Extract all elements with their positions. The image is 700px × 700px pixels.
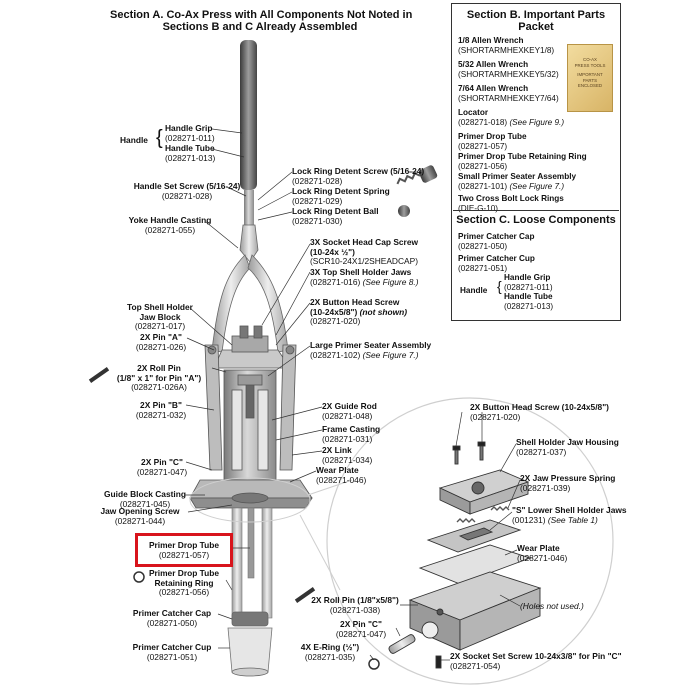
- packet-text: ENCLOSED: [577, 83, 603, 89]
- section-a-title-bold: Section A.: [110, 9, 164, 21]
- frame-drawing: [223, 369, 277, 481]
- packet-text: PRESS TOOLS: [574, 62, 606, 68]
- packet-text: CO-AX: [583, 57, 597, 62]
- label-pin-b: 2X Pin "B"(028271-032): [135, 400, 187, 420]
- label-pin-a: 2X Pin "A"(028271-026): [135, 332, 187, 352]
- label-button-head: 2X Button Head Screw(10-24x5/8") (not sh…: [310, 297, 408, 327]
- label-d-button: 2X Button Head Screw (10-24x5/8")(028271…: [470, 402, 609, 422]
- label-yoke: Yoke Handle Casting(028271-055): [128, 215, 212, 235]
- label-roll-pin: 2X Roll Pin(1/8" x 1" for Pin "A")(02827…: [116, 363, 202, 393]
- primer-drop-tube-highlight: [135, 533, 233, 567]
- section-b-item: Locator(028271-018) (See Figure 9.): [458, 108, 565, 127]
- guide-block-drawing: [189, 479, 313, 509]
- section-b-item: Primer Drop Tube(028271-057): [458, 132, 527, 151]
- yoke-drawing: [211, 224, 289, 353]
- label-d-housing: Shell Holder Jaw Housing(028271-037): [516, 437, 619, 457]
- label-d-s-jaws: "S" Lower Shell Holder Jaws(001231) (See…: [512, 505, 627, 525]
- label-catcher-cap: Primer Catcher Cap(028271-050): [132, 608, 212, 628]
- section-b-title: Section B. Important Parts Packet: [451, 9, 621, 33]
- label-top-jaws: 3X Top Shell Holder Jaws(028271-016) (Se…: [310, 267, 419, 287]
- section-b-title-line2: Packet: [518, 21, 554, 33]
- brace-icon: {: [497, 278, 502, 294]
- section-c-handle-item: Handle Grip(028271-011): [504, 273, 553, 292]
- brace-icon: {: [156, 127, 163, 149]
- section-c-handle-label: Handle: [460, 286, 488, 295]
- detail-circle: [326, 397, 614, 685]
- label-d-wear: Wear Plate(028271-046): [517, 543, 568, 563]
- detail-source-ellipse: [189, 477, 311, 523]
- label-lock-screw: Lock Ring Detent Screw (5/16-24)(028271-…: [292, 166, 425, 186]
- section-a-title-line2: Sections B and C Already Assembled: [162, 21, 358, 33]
- label-d-roll: 2X Roll Pin (1/8"x5/8")(028271-038): [311, 595, 399, 615]
- section-a-title: Section A. Co-Ax Press with All Componen…: [110, 9, 413, 33]
- label-primer-drop-tube: Primer Drop Tube(028271-057): [148, 540, 220, 560]
- section-c-item: Primer Catcher Cup(028271-051): [458, 254, 535, 273]
- label-d-ering: 4X E-Ring (½")(028271-035): [300, 642, 360, 662]
- parts-packet-image: CO-AX PRESS TOOLS IMPORTANT PARTS ENCLOS…: [567, 44, 613, 112]
- label-pin-c: 2X Pin "C"(028271-047): [136, 457, 188, 477]
- label-handle-tube: Handle Tube(028271-013): [165, 143, 216, 163]
- section-a-title-rest: Co-Ax Press with All Components Not Note…: [166, 9, 413, 21]
- label-lock-ball: Lock Ring Detent Ball(028271-030): [292, 206, 379, 226]
- section-b-item: Primer Drop Tube Retaining Ring(028271-0…: [458, 152, 587, 171]
- label-socket-cap: 3X Socket Head Cap Screw(10-24x ½")(SCR1…: [310, 237, 418, 267]
- label-handle-grip: Handle Grip(028271-011): [165, 123, 215, 143]
- exploded-view-drawing: [388, 441, 542, 669]
- handle-grip-drawing: [240, 40, 257, 230]
- retaining-ring-drawing: [133, 571, 145, 583]
- section-b-item: 1/8 Allen Wrench(SHORTARMHEXKEY1/8): [458, 36, 555, 55]
- top-block-drawing: [213, 325, 291, 369]
- label-guide-block: Guide Block Casting(028271-045): [104, 489, 186, 509]
- section-b-item: Small Primer Seater Assembly(028271-101)…: [458, 172, 577, 191]
- label-wear-plate: Wear Plate(028271-046): [316, 465, 367, 485]
- section-b-c-panel: [451, 3, 621, 321]
- section-c-title: Section C. Loose Components: [456, 214, 616, 226]
- label-catcher-cup: Primer Catcher Cup(028271-051): [132, 642, 212, 662]
- label-frame: Frame Casting(028271-031): [322, 424, 381, 444]
- section-c-item: Primer Catcher Cap(028271-050): [458, 232, 535, 251]
- section-b-item: 5/32 Allen Wrench(SHORTARMHEXKEY5/32): [458, 60, 559, 79]
- label-d-holes-not-used: (Holes not used.): [520, 601, 584, 611]
- section-c-divider: [453, 210, 619, 211]
- label-d-pin-c: 2X Pin "C"(028271-047): [335, 619, 387, 639]
- label-handle-set-screw: Handle Set Screw (5/16-24)(028271-028): [133, 181, 241, 201]
- section-b-title-line1: Section B. Important Parts: [466, 9, 606, 21]
- detent-parts-drawing: [396, 165, 438, 217]
- section-b-item: 7/64 Allen Wrench(SHORTARMHEXKEY7/64): [458, 84, 559, 103]
- label-d-spring: 2X Jaw Pressure Spring(028271-039): [520, 473, 616, 493]
- label-d-setscrew: 2X Socket Set Screw 10-24x3/8" for Pin "…: [450, 651, 622, 671]
- label-handle: Handle: [120, 135, 148, 145]
- label-guide-rod: 2X Guide Rod(028271-048): [322, 401, 377, 421]
- section-b-item: Two Cross Bolt Lock Rings(DIE-G-10): [458, 194, 564, 213]
- roll-pin-drawing: [88, 367, 110, 383]
- label-large-primer: Large Primer Seater Assembly(028271-102)…: [310, 340, 432, 360]
- label-jaw-screw: Jaw Opening Screw(028271-044): [100, 506, 180, 526]
- packet-text: PARTS: [582, 77, 598, 83]
- packet-text: IMPORTANT: [577, 72, 603, 78]
- roll-pin-2-drawing: [294, 587, 316, 603]
- section-c-handle-item: Handle Tube(028271-013): [504, 292, 554, 311]
- label-lock-spring: Lock Ring Detent Spring(028271-029): [292, 186, 390, 206]
- catcher-drawing: [227, 611, 273, 677]
- label-link: 2X Link(028271-034): [322, 445, 373, 465]
- link-drawing: [204, 344, 297, 471]
- e-ring-drawing: [368, 658, 380, 670]
